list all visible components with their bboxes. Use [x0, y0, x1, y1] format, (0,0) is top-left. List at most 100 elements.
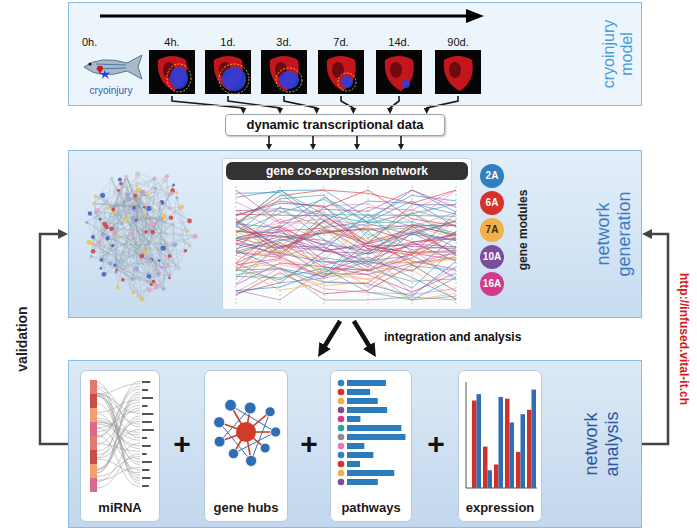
- bar-red: [472, 401, 477, 488]
- network-dot: [135, 184, 138, 187]
- heart-chamber: [390, 62, 402, 78]
- network-dot: [184, 249, 187, 252]
- stage-panel: cryoinjury model0h.cryoinjury4h.1d.3d.7d…: [68, 2, 642, 106]
- panel-title: network generation: [593, 184, 634, 284]
- card-fill: [204, 370, 288, 522]
- lesion: [279, 71, 299, 89]
- heart-tissue: [327, 56, 356, 91]
- mirna-bar: [90, 408, 97, 422]
- network-dot: [135, 171, 140, 176]
- annotation: integration and analysis: [384, 331, 521, 345]
- network-link: [89, 197, 139, 243]
- expression-line: [236, 195, 456, 239]
- lesion: [402, 80, 410, 88]
- expression-line: [236, 190, 456, 225]
- network-dot: [88, 211, 92, 215]
- pathway-bar: [347, 461, 360, 467]
- network-dot: [187, 219, 192, 224]
- network-link: [91, 256, 162, 286]
- arrow: [642, 234, 668, 444]
- network-dot: [172, 242, 177, 247]
- lesion-outline: [167, 64, 191, 92]
- target-tick: [142, 413, 153, 415]
- network-dot: [186, 229, 189, 232]
- pathway-bar: [347, 452, 373, 458]
- module-circle: 2A: [480, 164, 504, 188]
- network-link: [87, 192, 143, 222]
- network-dot: [104, 225, 108, 229]
- target-tick: [142, 485, 149, 487]
- lesion: [222, 67, 246, 91]
- mirna-bar: [90, 436, 97, 450]
- mirna-link: [97, 394, 140, 424]
- pathway-dot: [338, 470, 345, 477]
- network-dot: [133, 194, 137, 198]
- expression-line: [236, 228, 456, 242]
- network-dot: [131, 239, 135, 243]
- pathway-dot: [338, 407, 345, 414]
- network-dot: [188, 244, 191, 247]
- mirna-link: [97, 381, 140, 458]
- network-dot: [144, 214, 147, 217]
- target-tick: [142, 389, 148, 391]
- network-link: [120, 179, 166, 243]
- arrow: [400, 136, 402, 145]
- bar-red: [494, 464, 499, 488]
- network-dot: [158, 259, 161, 262]
- expression-line: [236, 215, 456, 257]
- pathway-bar: [347, 479, 378, 485]
- network-link: [146, 250, 162, 287]
- bar-red: [483, 447, 488, 488]
- network-link: [99, 181, 165, 243]
- grid-line: [236, 186, 237, 304]
- lesion-outline: [219, 64, 249, 94]
- axis-label: gene modules: [517, 190, 531, 271]
- target-tick: [142, 421, 152, 423]
- expression-line: [236, 246, 456, 293]
- network-dot: [154, 284, 159, 289]
- panel-fill: [68, 360, 642, 528]
- network-dot: [109, 226, 114, 231]
- card-label: expression: [458, 501, 542, 516]
- lesion: [341, 76, 353, 88]
- network-link: [96, 211, 162, 268]
- network-dot: [95, 208, 100, 213]
- pathway-bar: [347, 398, 378, 404]
- network-link: [93, 244, 175, 245]
- network-dot: [172, 184, 175, 187]
- expression-line: [236, 227, 456, 271]
- chart-ground: [222, 158, 472, 310]
- mirna-bar: [90, 380, 97, 394]
- expression-line: [236, 190, 456, 231]
- network-link: [153, 203, 162, 232]
- chart-title: gene co-expression network: [226, 162, 468, 180]
- heart-tissue: [385, 56, 414, 91]
- network-dot: [166, 264, 170, 268]
- network-dot: [117, 189, 120, 192]
- axis: [466, 382, 467, 488]
- network-link: [116, 272, 142, 299]
- box-label: dynamic transcriptional data: [247, 118, 424, 133]
- result-card: miRNA: [80, 370, 160, 522]
- network-dot: [134, 266, 139, 271]
- arrow: [341, 96, 353, 109]
- network-dot: [119, 202, 122, 205]
- mirna-bar: [90, 450, 97, 464]
- network-link: [112, 178, 139, 296]
- target-tick: [142, 453, 147, 455]
- network-dot: [148, 222, 153, 227]
- target-tick: [142, 445, 151, 447]
- module-label: 7A: [486, 224, 499, 236]
- network-dot: [108, 206, 111, 209]
- mirna-link: [97, 384, 140, 394]
- network-dot: [125, 192, 130, 197]
- bar-red: [505, 399, 510, 488]
- network-dot: [124, 178, 127, 181]
- network-dot: [150, 238, 153, 241]
- network-dot: [110, 177, 113, 180]
- network-dot: [156, 272, 160, 276]
- module-label: 10A: [483, 251, 501, 263]
- network-dot: [94, 195, 97, 198]
- time-point: 1d.: [202, 36, 254, 96]
- network-link: [177, 198, 185, 251]
